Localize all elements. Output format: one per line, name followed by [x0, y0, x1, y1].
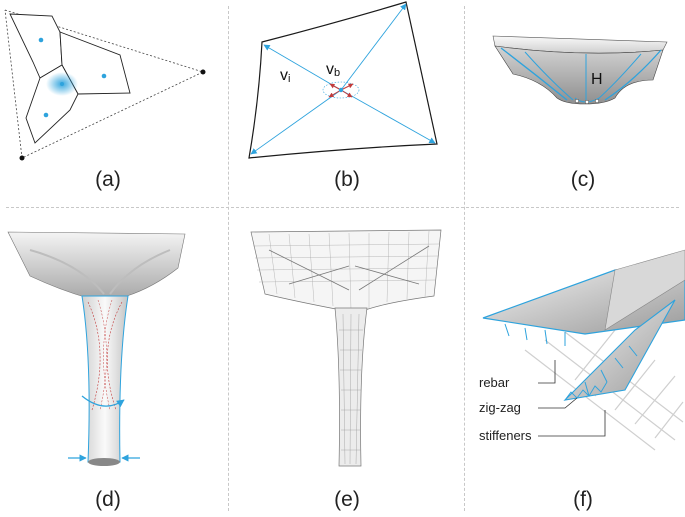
canopy-underside	[494, 45, 664, 105]
base-vector	[328, 89, 342, 98]
support-point	[19, 155, 25, 161]
panel-e-wireframe-render	[250, 229, 442, 467]
callout-leaders	[538, 360, 606, 437]
callout-stiffeners: stiffeners	[479, 428, 532, 443]
region-centroid	[43, 112, 49, 118]
vector-arrow	[340, 3, 407, 91]
tributary-region	[59, 31, 131, 95]
column-base	[88, 458, 120, 466]
canopy-fold	[109, 249, 171, 295]
tributary-region	[9, 13, 63, 79]
rib-edge	[604, 49, 662, 101]
zig-zag-edge	[564, 381, 608, 401]
column-hole	[594, 98, 600, 104]
panel-c-canopy-render: H	[492, 35, 668, 105]
callout-rebar: rebar	[479, 375, 510, 390]
stiffeners	[504, 323, 638, 397]
canopy-fold	[29, 249, 105, 295]
region-centroid	[38, 37, 44, 43]
column-shaft	[81, 295, 129, 463]
rib-edge	[524, 51, 574, 101]
vector-arrow	[250, 89, 342, 155]
panel-f-detail-render: rebar zig-zag stiffeners	[479, 249, 685, 451]
caption-c: (c)	[570, 168, 596, 191]
label-vb: vb	[326, 61, 340, 79]
slab-wireframe-outline	[250, 229, 442, 311]
caption-a: (a)	[95, 168, 121, 191]
vector-arrow	[340, 89, 436, 144]
rib-edge	[596, 53, 642, 101]
vertical-divider-left	[228, 6, 229, 511]
column-wireframe	[334, 307, 368, 467]
rib-edge	[500, 47, 568, 101]
label-h: H	[591, 71, 603, 88]
rib-fin	[563, 299, 676, 401]
horizontal-divider	[6, 207, 679, 208]
column-hole	[574, 98, 580, 104]
label-vi: vi	[280, 67, 290, 85]
slab-outline	[248, 1, 438, 159]
rebar-line	[107, 301, 123, 411]
rebar-line	[103, 299, 113, 411]
column-footprint	[322, 81, 360, 99]
panel-a-plan-diagram	[4, 9, 206, 161]
diagonal-ribs	[268, 245, 430, 291]
base-vector	[340, 83, 354, 91]
twist-arrow-icon	[81, 395, 125, 408]
caption-e: (e)	[334, 488, 360, 511]
caption-b: (b)	[334, 168, 360, 191]
callout-zig-zag: zig-zag	[479, 400, 521, 415]
region-centroid	[101, 73, 107, 79]
column-hole	[584, 99, 590, 105]
panel-b-vector-diagram: vi vb	[248, 1, 438, 159]
caption-d: (d)	[95, 488, 121, 511]
vertical-divider-right	[464, 6, 465, 511]
vector-arrow	[263, 44, 342, 91]
rebar-line	[87, 301, 101, 411]
rib-fin	[604, 249, 685, 331]
support-point	[200, 69, 206, 75]
column-center	[338, 87, 344, 93]
rebar-line	[97, 299, 107, 411]
canopy	[7, 231, 186, 299]
panel-d-column-render	[7, 231, 186, 466]
column-center	[60, 82, 64, 86]
caption-f: (f)	[573, 488, 593, 511]
column-rebar	[339, 313, 363, 465]
